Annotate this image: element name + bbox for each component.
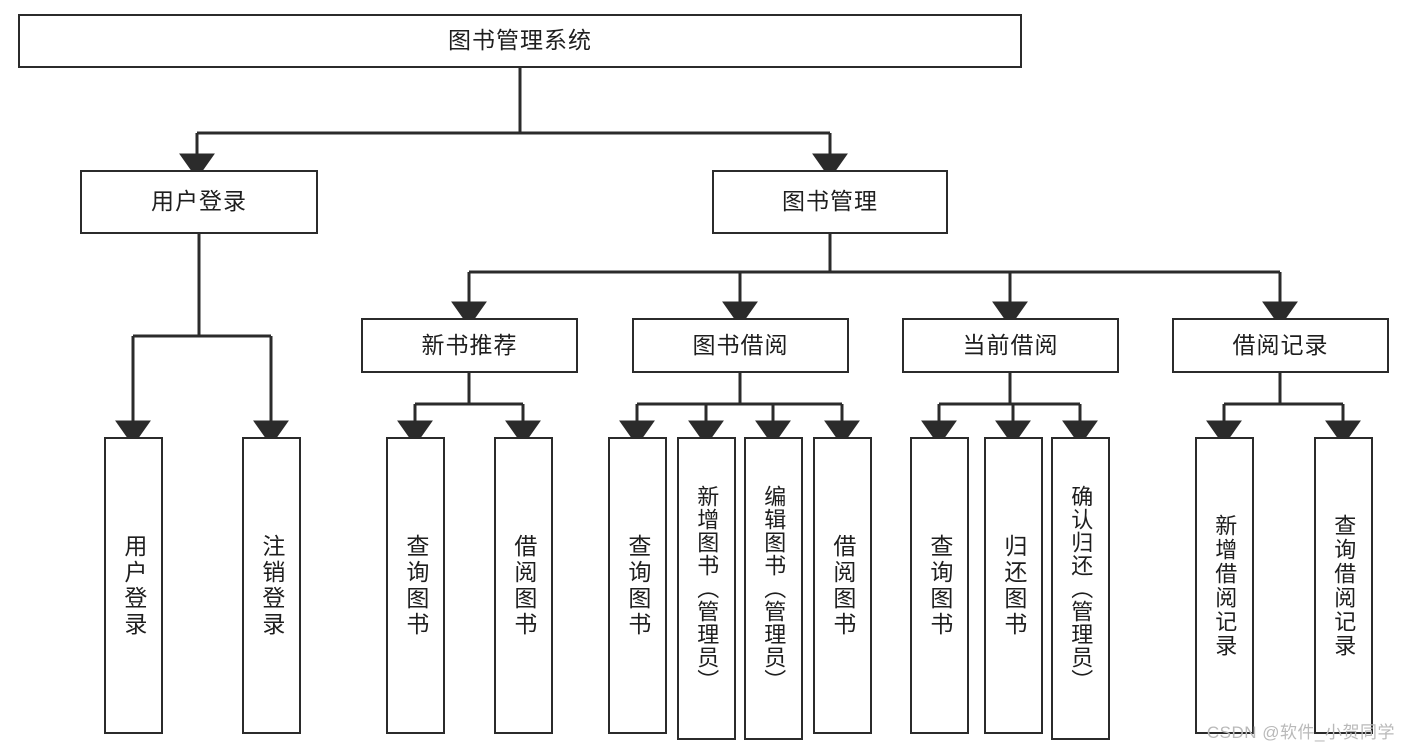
node-label: 编辑图书（管理员） (761, 485, 787, 692)
node-book-management[interactable]: 图书管理 (712, 170, 948, 234)
csdn-watermark: CSDN @软件_小贺同学 (1206, 723, 1395, 742)
node-label: 借阅图书 (829, 533, 856, 638)
leaf-borrow-record-add-record[interactable]: 新增借阅记录 (1195, 437, 1254, 734)
node-label: 确认归还（管理员） (1068, 485, 1094, 692)
leaf-book-borrow-add-book-admin[interactable]: 新增图书（管理员） (677, 437, 736, 740)
node-label: 图书管理 (782, 188, 878, 215)
node-new-book-recommend[interactable]: 新书推荐 (361, 318, 578, 373)
node-label: 查询借阅记录 (1331, 513, 1357, 658)
leaf-current-borrow-confirm-return-admin[interactable]: 确认归还（管理员） (1051, 437, 1110, 740)
node-label: 用户登录 (151, 188, 247, 215)
node-label: 图书管理系统 (448, 27, 592, 54)
leaf-borrow-record-query-record[interactable]: 查询借阅记录 (1314, 437, 1373, 734)
node-label: 用户登录 (120, 533, 147, 638)
node-borrow-record[interactable]: 借阅记录 (1172, 318, 1389, 373)
node-label: 新书推荐 (421, 331, 518, 358)
leaf-book-borrow-edit-book-admin[interactable]: 编辑图书（管理员） (744, 437, 803, 740)
node-label: 当前借阅 (962, 331, 1059, 358)
node-label: 查询图书 (926, 533, 953, 638)
node-book-borrow[interactable]: 图书借阅 (632, 318, 849, 373)
node-label: 图书借阅 (692, 331, 789, 358)
node-label: 查询图书 (624, 533, 651, 638)
node-label: 查询图书 (402, 533, 429, 638)
leaf-new-book-borrow-book[interactable]: 借阅图书 (494, 437, 553, 734)
leaf-user-login-signin[interactable]: 用户登录 (104, 437, 163, 734)
leaf-new-book-query-book[interactable]: 查询图书 (386, 437, 445, 734)
leaf-user-login-signout[interactable]: 注销登录 (242, 437, 301, 734)
leaf-book-borrow-query-book[interactable]: 查询图书 (608, 437, 667, 734)
leaf-current-borrow-query-book[interactable]: 查询图书 (910, 437, 969, 734)
node-label: 注销登录 (258, 533, 285, 638)
node-root-book-management-system[interactable]: 图书管理系统 (18, 14, 1022, 68)
node-label: 借阅图书 (510, 533, 537, 638)
node-label: 借阅记录 (1232, 331, 1329, 358)
node-label: 新增图书（管理员） (694, 485, 720, 692)
leaf-current-borrow-return-book[interactable]: 归还图书 (984, 437, 1043, 734)
node-current-borrow[interactable]: 当前借阅 (902, 318, 1119, 373)
leaf-book-borrow-borrow-book[interactable]: 借阅图书 (813, 437, 872, 734)
node-label: 归还图书 (1000, 533, 1027, 638)
node-user-login[interactable]: 用户登录 (80, 170, 318, 234)
node-label: 新增借阅记录 (1212, 513, 1238, 658)
